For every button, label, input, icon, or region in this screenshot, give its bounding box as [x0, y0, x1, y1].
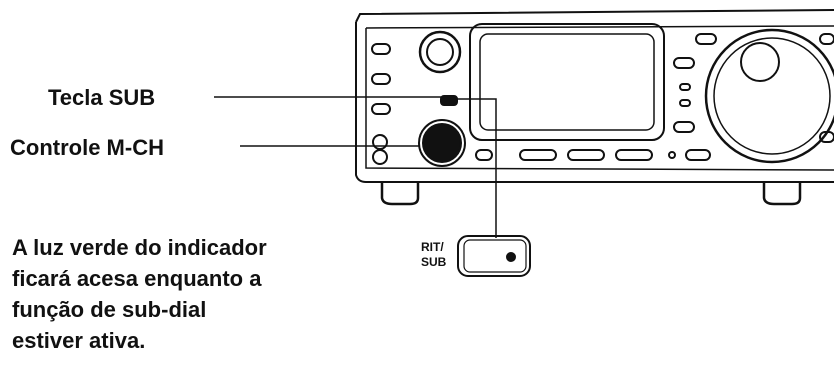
tecla-sub-label: Tecla SUB: [48, 85, 156, 110]
af-rf-knob-inner: [426, 38, 454, 66]
bottom-button-1: [475, 149, 493, 161]
far-right-button-1: [819, 33, 834, 45]
controle-mch-label: Controle M-CH: [10, 135, 164, 160]
right-button-1: [673, 57, 695, 69]
jack-2: [372, 149, 388, 165]
right-button-4: [673, 121, 695, 133]
bottom-button-3: [567, 149, 605, 161]
connector-line: [457, 98, 497, 238]
display-outer: [469, 23, 665, 141]
sub-indicator-led: [440, 95, 458, 106]
jack-1: [372, 134, 388, 150]
main-dial-inner: [713, 37, 831, 155]
bottom-dot: [668, 151, 676, 159]
main-dial: [704, 28, 834, 164]
bottom-button-2: [519, 149, 557, 161]
note-line-4: estiver ativa.: [12, 328, 146, 353]
bottom-button-5: [685, 149, 711, 161]
dial-finger-hole: [740, 42, 780, 82]
radio-front-panel: [355, 9, 834, 206]
mch-knob-ring: [418, 119, 466, 167]
right-button-3: [679, 99, 691, 107]
mch-knob: [422, 123, 462, 163]
indicator-note: A luz verde do indicador ficará acesa en…: [12, 232, 267, 356]
rit-sub-button-inner: [463, 239, 527, 273]
left-button-2: [371, 73, 391, 85]
left-button-3: [371, 103, 391, 115]
rit-label: RIT/: [421, 240, 444, 254]
af-rf-knob: [418, 30, 462, 74]
rit-sub-led: [506, 252, 516, 262]
rit-sub-button: [457, 235, 531, 277]
bottom-button-4: [615, 149, 653, 161]
note-line-1: A luz verde do indicador: [12, 235, 267, 260]
right-button-2: [679, 83, 691, 91]
right-top-button: [695, 33, 717, 45]
display-inner: [479, 33, 655, 131]
far-right-button-2: [819, 131, 834, 143]
note-line-2: ficará acesa enquanto a: [12, 266, 262, 291]
left-button-1: [371, 43, 391, 55]
note-line-3: função de sub-dial: [12, 297, 207, 322]
sub-label: SUB: [421, 255, 447, 269]
